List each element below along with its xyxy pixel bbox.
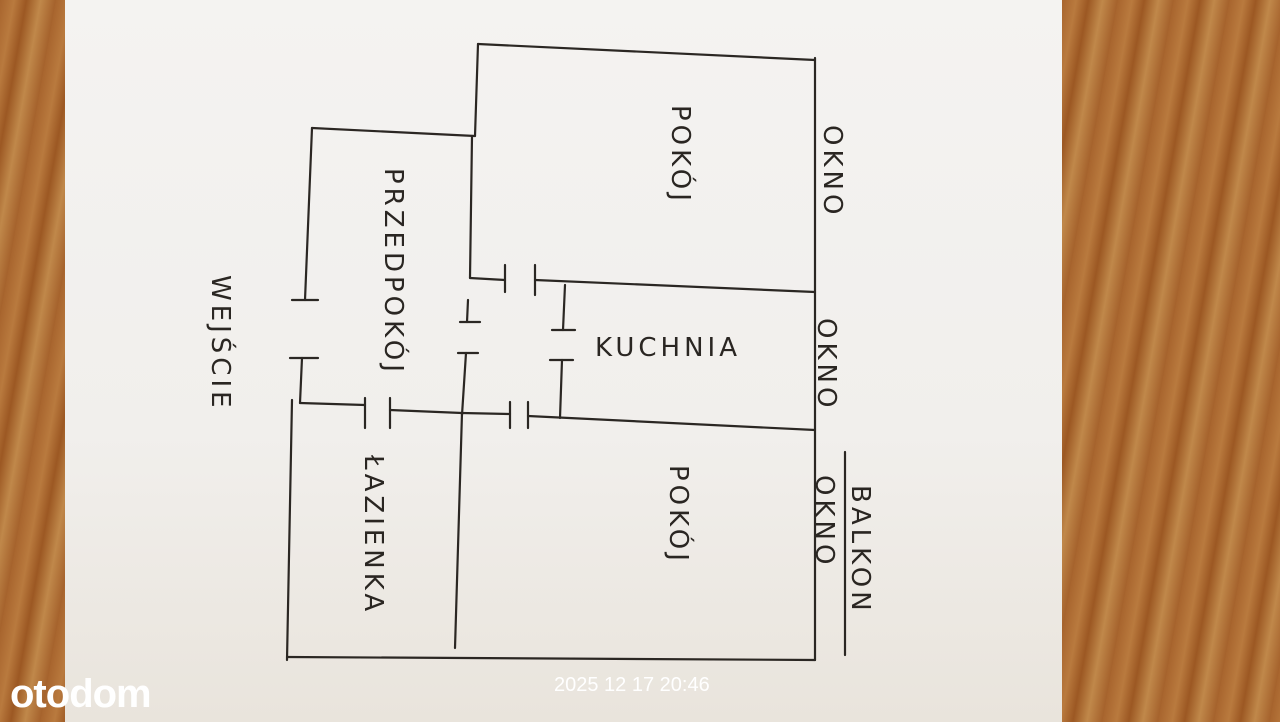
wall xyxy=(388,408,464,415)
wall xyxy=(298,401,367,407)
wall xyxy=(526,414,817,432)
wall xyxy=(285,655,817,662)
wall xyxy=(303,126,314,302)
wall xyxy=(285,398,294,662)
wall xyxy=(561,283,567,332)
wall xyxy=(453,411,464,650)
wall xyxy=(465,298,470,324)
photo-timestamp: 2025 12 17 20:46 xyxy=(554,674,710,696)
entrance-label: WEJŚCIE xyxy=(205,275,237,412)
wall xyxy=(533,278,817,294)
room-label-top: POKÓJ xyxy=(665,105,697,205)
wall xyxy=(298,356,304,405)
kitchen-label: KUCHNIA xyxy=(595,333,741,363)
wall xyxy=(473,42,480,138)
wood-table-right xyxy=(1062,0,1280,722)
balcony-label: BALKON xyxy=(845,485,875,615)
wall xyxy=(460,351,468,417)
window-label: OKNO xyxy=(817,125,847,218)
bathroom-label: ŁAZIENKA xyxy=(358,454,388,615)
window-label: OKNO xyxy=(809,475,839,568)
wood-table-left xyxy=(0,0,65,722)
otodom-watermark: otodom xyxy=(10,672,152,716)
hallway-label: PRZEDPOKÓJ xyxy=(378,168,410,376)
wall xyxy=(468,276,507,282)
wall xyxy=(460,411,512,416)
room-label-bottom: POKÓJ xyxy=(663,465,695,565)
wall xyxy=(476,42,817,62)
wall xyxy=(468,134,474,280)
wall xyxy=(310,126,477,138)
window-label: OKNO xyxy=(811,318,841,411)
wall xyxy=(558,358,564,420)
